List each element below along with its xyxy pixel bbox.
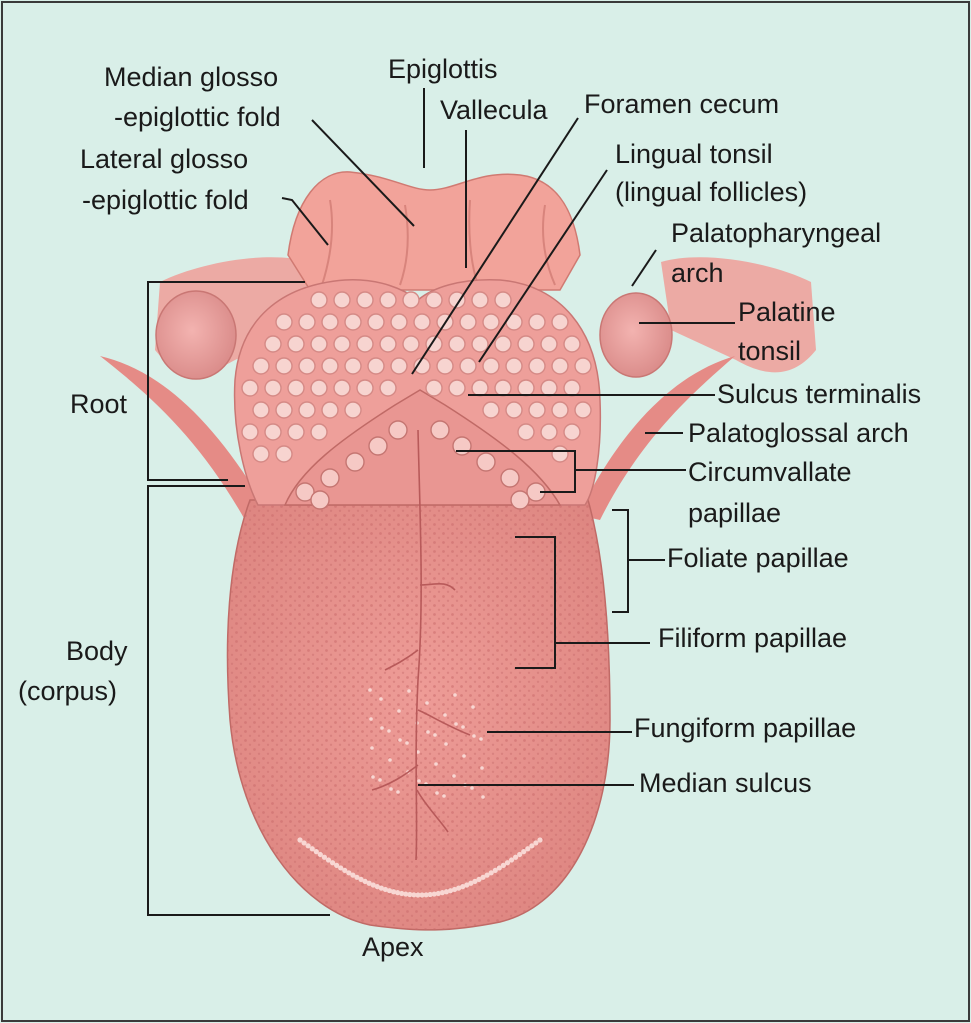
root-label: Root: [70, 389, 128, 419]
right-palatine-tonsil: [599, 292, 673, 378]
sulcus-terminalis-label: Sulcus terminalis: [717, 379, 921, 409]
lingual-tonsil-label-2: (lingual follicles): [615, 177, 807, 207]
epiglottis-label: Epiglottis: [388, 54, 498, 84]
median-glosso-label-2: -epiglottic fold: [114, 102, 281, 132]
epiglottis-shape: [287, 171, 581, 291]
circumvallate-label-2: papillae: [688, 498, 781, 528]
foliate-label: Foliate papillae: [667, 543, 849, 573]
body-label-1: Body: [66, 636, 128, 666]
apex-label: Apex: [362, 932, 424, 962]
lingual-tonsil-label-1: Lingual tonsil: [615, 139, 773, 169]
left-palatine-tonsil: [155, 290, 237, 380]
circumvallate-label-1: Circumvallate: [688, 457, 852, 487]
palatine-label-2: tonsil: [738, 336, 801, 366]
lateral-glosso-label-2: -epiglottic fold: [82, 185, 249, 215]
right-palatoglossal-arch: [578, 356, 735, 520]
fungiform-label: Fungiform papillae: [634, 713, 856, 743]
circumvallate-region: [283, 389, 562, 506]
leader-lines: [147, 88, 735, 916]
sulcus-branches: [371, 582, 471, 833]
vallecula-label: Vallecula: [440, 95, 549, 125]
fungiform-papillae: [297, 688, 543, 898]
filiform-texture: [227, 500, 611, 930]
median-sulcus: [415, 429, 422, 861]
median-glosso-label-1: Median glosso: [104, 62, 278, 92]
median-sulcus-label: Median sulcus: [639, 768, 812, 798]
filiform-label: Filiform papillae: [658, 623, 847, 653]
foramen-cecum-label: Foramen cecum: [584, 89, 779, 119]
palatopharyngeal-label-2: arch: [671, 258, 724, 288]
palatopharyngeal-label-1: Palatopharyngeal: [671, 218, 881, 248]
lingual-follicles: [241, 291, 592, 463]
palatine-label-1: Palatine: [738, 297, 836, 327]
lateral-glosso-label-1: Lateral glosso: [80, 144, 248, 174]
body-label-2: (corpus): [18, 676, 117, 706]
palatoglossal-label: Palatoglossal arch: [688, 418, 909, 448]
right-pharyngeal-wall: [661, 257, 816, 373]
epiglottis-folds: [321, 199, 556, 286]
circumvallate-papillae: [295, 420, 546, 510]
